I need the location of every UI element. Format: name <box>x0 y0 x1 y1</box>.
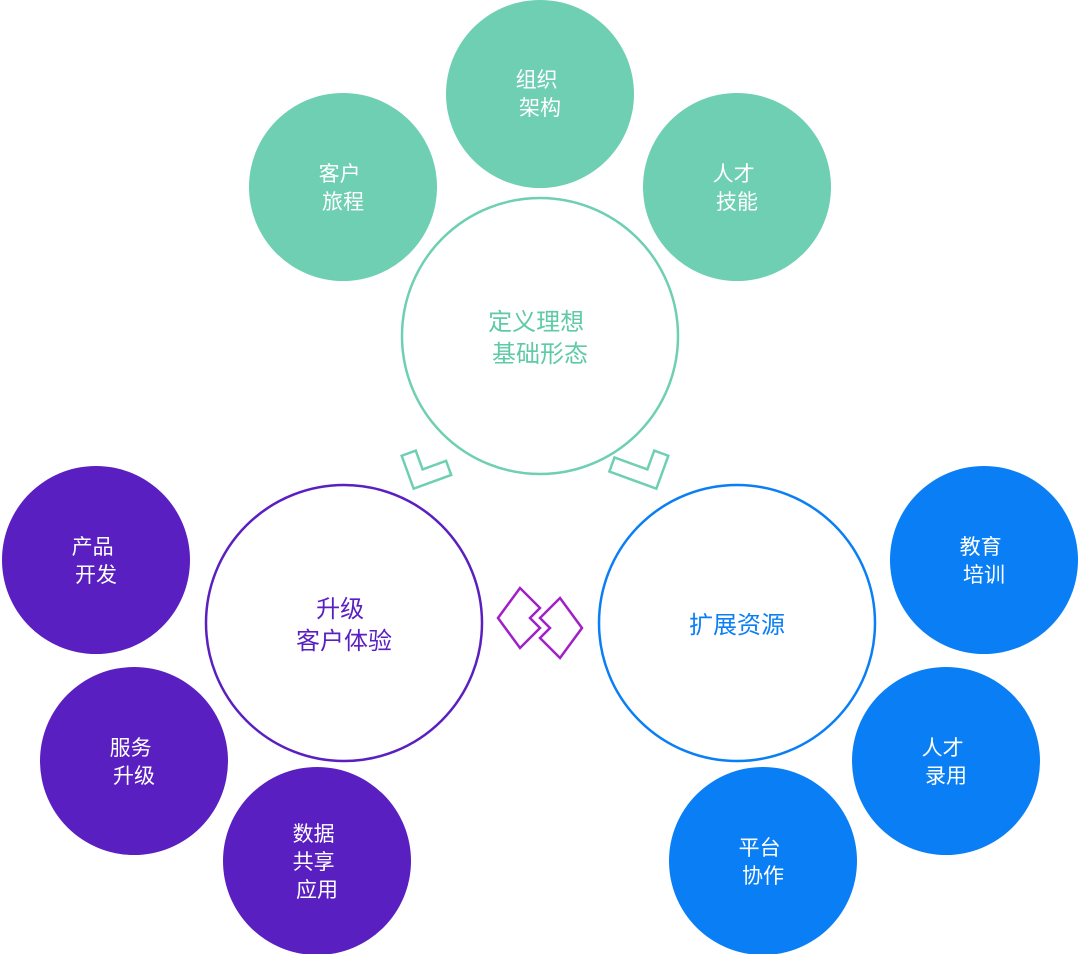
hub-expand-label: 扩展资源 <box>689 611 785 639</box>
hub-expand <box>597 483 877 763</box>
satellite-product-dev <box>2 466 190 654</box>
satellite-platform-collab <box>669 767 857 954</box>
satellite-platform-collab-label: 平台 协作 <box>739 836 788 888</box>
satellite-org-structure-label: 组织 架构 <box>516 68 565 120</box>
satellite-service-upgrade <box>40 667 228 855</box>
satellite-data-sharing-label: 数据 共享 应用 <box>293 822 342 902</box>
satellite-talent-skills <box>643 93 831 281</box>
satellite-talent-recruit <box>852 667 1040 855</box>
group-define: 客户 旅程 组织 架构 人才 技能 定义理想 基础形态 <box>249 0 831 476</box>
satellite-talent-recruit-label: 人才 录用 <box>922 736 971 788</box>
satellite-data-sharing <box>223 767 411 954</box>
connector-define-upgrade <box>400 449 453 491</box>
satellite-product-dev-label: 产品 开发 <box>72 535 121 587</box>
hub-upgrade <box>204 483 484 763</box>
satellite-education-training-label: 教育 培训 <box>960 535 1009 587</box>
connector-upgrade-expand <box>496 586 584 660</box>
satellite-org-structure <box>446 0 634 188</box>
satellite-talent-skills-label: 人才 技能 <box>713 162 762 214</box>
group-upgrade: 产品 开发 服务 升级 数据 共享 应用 升级 客户体验 <box>2 466 484 954</box>
hub-define <box>400 196 680 476</box>
satellite-customer-journey <box>249 93 437 281</box>
satellite-customer-journey-label: 客户 旅程 <box>319 162 368 214</box>
satellite-service-upgrade-label: 服务 升级 <box>110 736 159 788</box>
group-expand: 教育 培训 人才 录用 平台 协作 扩展资源 <box>597 466 1078 954</box>
hub-upgrade-label: 升级 客户体验 <box>296 595 392 655</box>
connector-define-expand <box>607 449 670 491</box>
satellite-education-training <box>890 466 1078 654</box>
hub-define-label: 定义理想 基础形态 <box>488 308 592 368</box>
